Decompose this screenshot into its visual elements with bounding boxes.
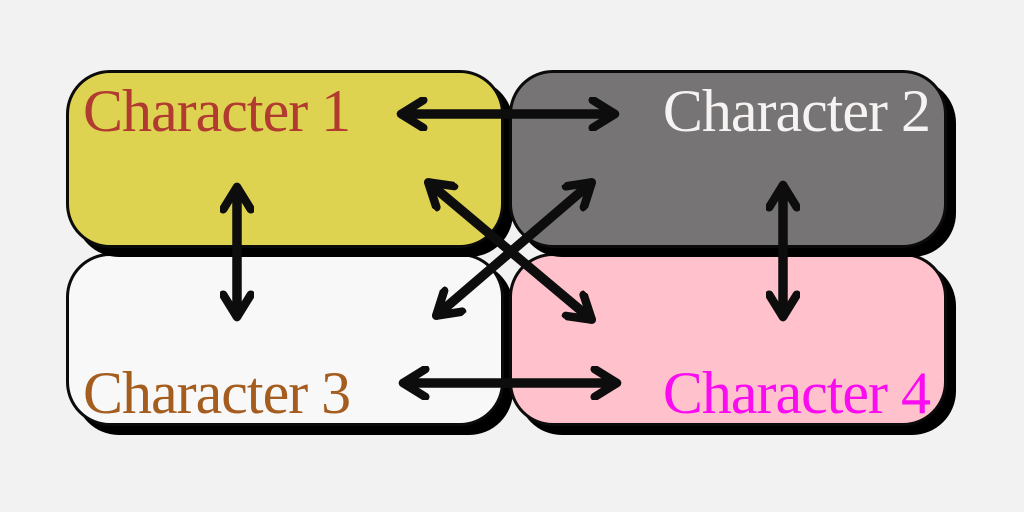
node-label-character-4: Character 4 bbox=[662, 360, 931, 426]
node-character-4: Character 4 bbox=[509, 253, 947, 426]
node-character-3: Character 3 bbox=[66, 253, 504, 426]
node-character-1: Character 1 bbox=[66, 70, 504, 248]
node-label-character-2: Character 2 bbox=[662, 78, 931, 144]
node-label-character-3: Character 3 bbox=[83, 360, 351, 426]
node-label-character-1: Character 1 bbox=[83, 78, 351, 144]
node-character-2: Character 2 bbox=[509, 70, 947, 248]
